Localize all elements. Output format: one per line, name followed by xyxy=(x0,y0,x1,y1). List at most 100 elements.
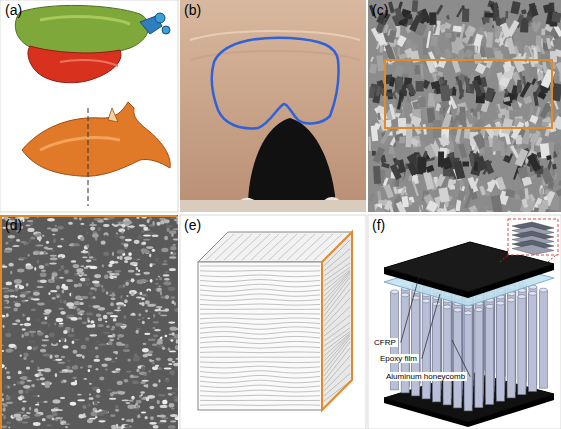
ply-layer xyxy=(512,245,554,255)
texture-grain xyxy=(125,344,129,348)
texture-grain xyxy=(546,155,552,160)
texture-grain xyxy=(131,396,135,400)
panel-label: (a) xyxy=(5,2,22,18)
texture-grain xyxy=(90,287,95,290)
texture-grain xyxy=(155,283,159,285)
texture-grain xyxy=(423,194,438,212)
texture-grain xyxy=(122,327,125,329)
texture-grain xyxy=(42,235,44,237)
texture-grain xyxy=(31,384,35,387)
texture-grain xyxy=(136,297,142,299)
texture-grain xyxy=(89,398,92,400)
texture-grain xyxy=(158,367,162,370)
texture-grain xyxy=(162,347,165,350)
texture-grain xyxy=(89,256,94,258)
texture-grain xyxy=(78,317,82,319)
texture-grain xyxy=(415,22,427,36)
fiber-line xyxy=(200,347,320,349)
texture-grain xyxy=(36,245,44,247)
texture-grain xyxy=(126,295,128,297)
texture-grain xyxy=(55,359,62,361)
texture-grain xyxy=(518,167,529,178)
texture-grain xyxy=(88,397,93,400)
texture-grain xyxy=(149,370,151,373)
texture-grain xyxy=(60,311,65,315)
texture-grain xyxy=(33,251,39,255)
texture-grain xyxy=(74,301,80,305)
texture-grain xyxy=(141,366,146,370)
texture-grain xyxy=(172,300,175,304)
texture-grain xyxy=(160,405,168,408)
texture-grain xyxy=(505,11,508,19)
texture-grain xyxy=(61,265,65,269)
texture-grain xyxy=(556,62,561,74)
texture-grain xyxy=(149,399,155,403)
texture-grain xyxy=(96,314,102,317)
texture-grain xyxy=(144,385,148,387)
texture-grain xyxy=(73,377,77,379)
texture-grain xyxy=(5,367,7,369)
fiber-line xyxy=(200,371,320,373)
texture-grain xyxy=(453,160,466,179)
texture-grain xyxy=(476,156,487,171)
texture-grain xyxy=(451,37,463,55)
panel-a xyxy=(0,0,178,212)
texture-grain xyxy=(127,227,130,230)
texture-grain xyxy=(6,348,13,352)
texture-grain xyxy=(456,190,466,202)
texture-grain xyxy=(75,380,77,384)
texture-grain xyxy=(30,236,35,239)
texture-grain xyxy=(440,24,447,29)
texture-grain xyxy=(58,324,63,327)
texture-grain xyxy=(94,400,98,404)
texture-grain xyxy=(125,221,133,225)
texture-grain xyxy=(540,104,551,119)
texture-grain xyxy=(368,137,371,151)
texture-grain xyxy=(20,380,25,384)
texture-grain xyxy=(22,407,25,411)
texture-grain xyxy=(136,400,142,404)
texture-grain xyxy=(132,380,139,384)
texture-grain xyxy=(375,86,381,96)
texture-grain xyxy=(41,344,47,346)
part-label: Aluminum honeycomb xyxy=(384,372,467,381)
texture-grain xyxy=(121,239,124,241)
texture-grain xyxy=(24,332,29,336)
texture-grain xyxy=(6,396,11,400)
texture-grain xyxy=(475,63,487,75)
texture-grain xyxy=(112,223,114,225)
texture-grain xyxy=(492,21,498,32)
texture-grain xyxy=(472,80,483,97)
texture-grain xyxy=(536,40,546,55)
texture-grain xyxy=(531,134,535,150)
texture-grain xyxy=(439,107,443,114)
texture-grain xyxy=(39,265,45,269)
texture-grain xyxy=(407,95,411,103)
texture-grain xyxy=(168,287,176,291)
panel-c xyxy=(368,0,561,212)
fiber-line xyxy=(233,234,261,260)
texture-grain xyxy=(107,389,113,391)
texture-grain xyxy=(95,347,99,350)
texture-grain xyxy=(82,256,88,258)
texture-grain xyxy=(110,414,116,417)
texture-grain xyxy=(484,87,495,101)
texture-grain xyxy=(115,273,119,276)
texture-grain xyxy=(130,292,134,296)
texture-grain xyxy=(14,413,21,417)
texture-grain xyxy=(48,323,50,327)
texture-grain xyxy=(423,171,434,190)
texture-grain xyxy=(22,401,27,403)
texture-grain xyxy=(480,77,487,87)
texture-grain xyxy=(88,252,90,256)
texture-grain xyxy=(35,318,40,321)
texture-grain xyxy=(372,151,376,156)
texture-grain xyxy=(431,36,439,46)
texture-grain xyxy=(527,171,536,178)
texture-grain xyxy=(85,278,90,282)
texture-grain xyxy=(410,138,419,147)
texture-grain xyxy=(27,228,34,232)
texture-grain xyxy=(141,394,143,396)
texture-grain xyxy=(147,318,150,320)
texture-grain xyxy=(27,346,32,350)
